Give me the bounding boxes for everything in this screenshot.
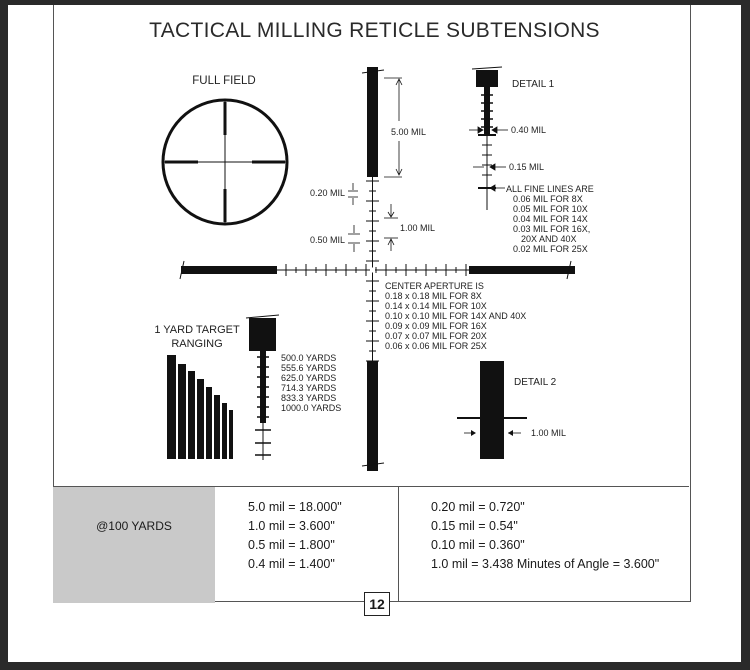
- aperture-line: 0.07 x 0.07 MIL FOR 20X: [385, 331, 487, 341]
- detail2-one-mil-label: 1.00 MIL: [531, 428, 566, 438]
- one-mil-label: 1.00 MIL: [400, 223, 435, 233]
- aperture-line: CENTER APERTURE IS: [385, 281, 484, 291]
- page-title: TACTICAL MILLING RETICLE SUBTENSIONS: [149, 19, 600, 42]
- ranging-bars: [167, 355, 233, 459]
- center-aperture-note: CENTER APERTURE IS 0.18 x 0.18 MIL FOR 8…: [385, 281, 526, 351]
- aperture-line: 0.06 x 0.06 MIL FOR 25X: [385, 341, 487, 351]
- table-cell: 0.15 mil = 0.54": [431, 519, 518, 533]
- fine-lines-line: 0.02 MIL FOR 25X: [513, 244, 588, 254]
- fine-lines-line: 0.03 MIL FOR 16X,: [513, 224, 590, 234]
- detail2-post: [457, 361, 527, 459]
- ranging-title-2: RANGING: [171, 338, 222, 350]
- reticle-diagram: FULL FIELD: [154, 66, 594, 471]
- table-cell: 0.10 mil = 0.360": [431, 538, 525, 552]
- dimension-020mil: [348, 183, 358, 205]
- fine-lines-line: 0.06 MIL FOR 8X: [513, 194, 583, 204]
- table-top-rule: [215, 486, 689, 487]
- yards-item: 714.3 YARDS: [281, 383, 336, 393]
- dimension-050mil: [348, 225, 360, 252]
- point15-mil-label: 0.15 MIL: [509, 162, 544, 172]
- fine-lines-line: 0.04 MIL FOR 14X: [513, 214, 588, 224]
- aperture-line: 0.18 x 0.18 MIL FOR 8X: [385, 291, 482, 301]
- detail1-dimensions: [469, 126, 508, 192]
- fine-lines-line: 0.05 MIL FOR 10X: [513, 204, 588, 214]
- ranging-ticks: [255, 356, 271, 456]
- point40-mil-label: 0.40 MIL: [511, 125, 546, 135]
- detail2-label: DETAIL 2: [514, 377, 557, 388]
- table-cell: 0.20 mil = 0.720": [431, 500, 525, 514]
- aperture-line: 0.09 x 0.09 MIL FOR 16X: [385, 321, 487, 331]
- table-column-a: 5.0 mil = 18.000" 1.0 mil = 3.600" 0.5 m…: [248, 498, 342, 574]
- full-field-reticle: [161, 98, 289, 226]
- point20-mil-label: 0.20 MIL: [310, 188, 345, 198]
- page-number: 12: [364, 592, 390, 616]
- dimension-5mil: [384, 77, 403, 178]
- yards-item: 625.0 YARDS: [281, 373, 336, 383]
- table-cell: 5.0 mil = 18.000": [248, 500, 342, 514]
- dimension-1mil: [384, 204, 398, 251]
- table-header-cell: @100 YARDS: [53, 486, 215, 603]
- yards-item: 1000.0 YARDS: [281, 403, 341, 413]
- point50-mil-label: 0.50 MIL: [310, 235, 345, 245]
- table-cell: 0.4 mil = 1.400": [248, 557, 335, 571]
- horizontal-mil-ticks: [285, 264, 467, 276]
- main-reticle: [179, 67, 575, 471]
- fine-lines-note: ALL FINE LINES ARE 0.06 MIL FOR 8X 0.05 …: [506, 184, 594, 254]
- ranging-title-1: 1 YARD TARGET: [154, 324, 240, 336]
- table-cell: 0.5 mil = 1.800": [248, 538, 335, 552]
- table-cell: 1.0 mil = 3.600": [248, 519, 335, 533]
- table-divider: [398, 486, 399, 602]
- five-mil-label: 5.00 MIL: [391, 127, 426, 137]
- conversion-table: @100 YARDS 5.0 mil = 18.000" 1.0 mil = 3…: [53, 486, 689, 603]
- yards-item: 833.3 YARDS: [281, 393, 336, 403]
- table-header: @100 YARDS: [96, 519, 172, 533]
- detail1-label: DETAIL 1: [512, 79, 555, 90]
- yards-item: 500.0 YARDS: [281, 353, 336, 363]
- fine-lines-line: ALL FINE LINES ARE: [506, 184, 594, 194]
- table-column-b: 0.20 mil = 0.720" 0.15 mil = 0.54" 0.10 …: [431, 498, 659, 574]
- aperture-line: 0.10 x 0.10 MIL FOR 14X AND 40X: [385, 311, 526, 321]
- manual-page: TACTICAL MILLING RETICLE SUBTENSIONS FUL…: [8, 5, 741, 662]
- vertical-mil-ticks: [366, 180, 379, 362]
- yards-item: 555.6 YARDS: [281, 363, 336, 373]
- table-cell: 1.0 mil = 3.438 Minutes of Angle = 3.600…: [431, 557, 660, 571]
- fine-lines-line: 20X AND 40X: [521, 234, 577, 244]
- full-field-label: FULL FIELD: [192, 75, 255, 87]
- aperture-line: 0.14 x 0.14 MIL FOR 10X: [385, 301, 487, 311]
- yards-list: 500.0 YARDS 555.6 YARDS 625.0 YARDS 714.…: [281, 353, 341, 413]
